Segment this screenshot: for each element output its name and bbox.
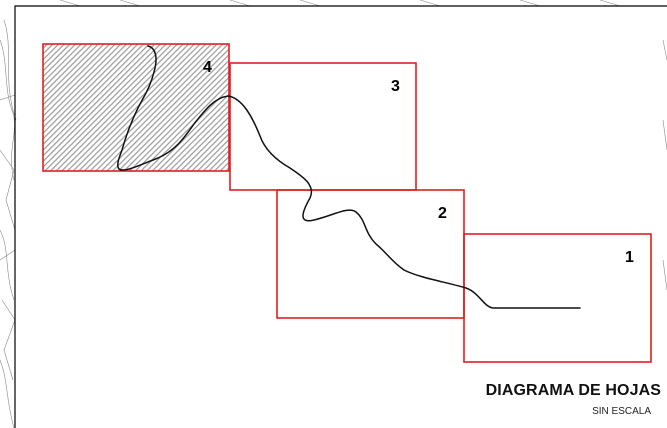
frame-border <box>14 5 667 428</box>
sheet-3-box[interactable] <box>229 62 417 191</box>
sheet-4-hatch <box>43 44 229 171</box>
sheet-4-label: 4 <box>203 59 212 76</box>
diagram-title: DIAGRAMA DE HOJAS <box>485 382 661 399</box>
sheet-1-label: 1 <box>625 249 634 266</box>
sheet-3-label: 3 <box>391 78 400 95</box>
sheet-1-box[interactable] <box>463 233 652 363</box>
route-line <box>117 45 581 309</box>
scale-note: SIN ESCALA <box>592 406 651 417</box>
sheet-4-box[interactable] <box>42 43 230 172</box>
sheet-2-label: 2 <box>438 205 447 222</box>
